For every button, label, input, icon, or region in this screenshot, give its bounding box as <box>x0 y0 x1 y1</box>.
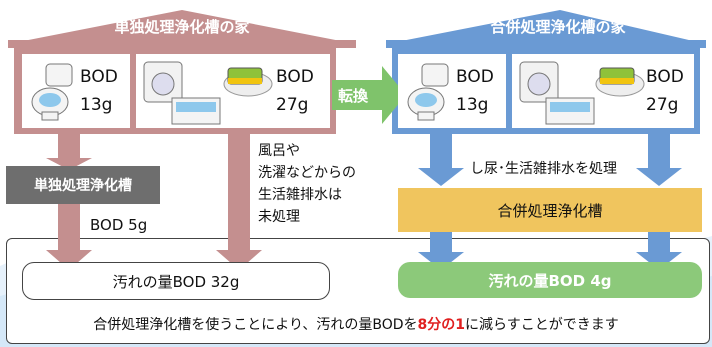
right-arrow-shaft-1 <box>430 134 452 170</box>
left-roof-band <box>8 40 356 48</box>
left-arrow-shaft-3 <box>228 134 250 252</box>
right-arrow-shaft-2 <box>648 134 670 170</box>
left-toilet-room: BOD 13g <box>22 54 130 128</box>
right-toilet-bod-value: 13g <box>456 95 489 115</box>
untreated-note-line-2: 洗濯などからの <box>258 165 356 181</box>
right-arrow-head-3 <box>418 252 464 270</box>
right-toilet-bod-label: BOD <box>456 67 494 87</box>
right-arrow-head-1 <box>418 168 464 186</box>
untreated-note-line-1: 風呂や <box>258 143 300 159</box>
left-house-title: 単独処理浄化槽の家 <box>114 18 250 36</box>
left-kitchen-bod-label: BOD <box>276 67 314 87</box>
right-kitchen-bod-label: BOD <box>646 67 684 87</box>
washing-machine-icon <box>143 61 183 103</box>
summary-highlight: 8分の1 <box>417 317 466 333</box>
sponge-dish-icon <box>595 67 645 97</box>
left-kitchen-bod-value: 27g <box>276 95 309 115</box>
washing-machine-icon <box>519 61 559 103</box>
left-arrow-head-1 <box>46 158 92 170</box>
right-arrow-head-2 <box>636 168 682 186</box>
right-house-title: 合併処理浄化槽の家 <box>490 18 626 36</box>
summary-text: 合併処理浄化槽を使うことにより、汚れの量BODを8分の1に減らすことができます <box>0 314 712 334</box>
sponge-dish-icon <box>223 67 273 97</box>
untreated-note-line-4: 未処理 <box>258 209 300 225</box>
toilet-icon <box>31 63 73 121</box>
left-roof <box>8 10 356 44</box>
right-arrow-shaft-3 <box>430 232 452 254</box>
left-toilet-bod-value: 13g <box>80 95 113 115</box>
right-process-note: し尿･生活雑排水を処理 <box>470 161 617 177</box>
right-kitchen-room: BOD 27g <box>512 54 694 128</box>
right-arrow-shaft-4 <box>648 232 670 254</box>
left-tank-box: 単独処理浄化槽 <box>6 166 160 204</box>
untreated-note-line-3: 生活雑排水は <box>258 187 342 203</box>
toilet-icon <box>407 63 449 121</box>
right-result-pill: 汚れの量BOD 4g <box>398 262 702 298</box>
right-roof <box>386 10 706 44</box>
left-tank-output: BOD 5g <box>90 216 148 234</box>
summary-suffix: に減らすことができます <box>465 317 619 333</box>
left-arrow-shaft-2 <box>58 204 80 252</box>
left-kitchen-room: BOD 27g <box>136 54 330 128</box>
left-toilet-bod-label: BOD <box>80 67 118 87</box>
right-roof-band <box>386 40 706 48</box>
left-result-pill: 汚れの量BOD 32g <box>22 262 330 300</box>
bathtub-icon <box>545 97 595 125</box>
convert-arrow <box>332 66 406 124</box>
diagram-shapes <box>8 10 706 270</box>
bathtub-icon <box>171 97 221 125</box>
right-arrow-head-4 <box>636 252 682 270</box>
left-arrow-head-3 <box>216 250 262 270</box>
right-toilet-room: BOD 13g <box>398 54 506 128</box>
left-arrow-head-2 <box>46 250 92 270</box>
summary-prefix: 合併処理浄化槽を使うことにより、汚れの量BODを <box>93 317 418 333</box>
convert-label: 転換 <box>338 87 369 105</box>
right-tank-box: 合併処理浄化槽 <box>398 188 702 232</box>
right-kitchen-bod-value: 27g <box>646 95 679 115</box>
left-arrow-shaft-1 <box>58 134 80 160</box>
